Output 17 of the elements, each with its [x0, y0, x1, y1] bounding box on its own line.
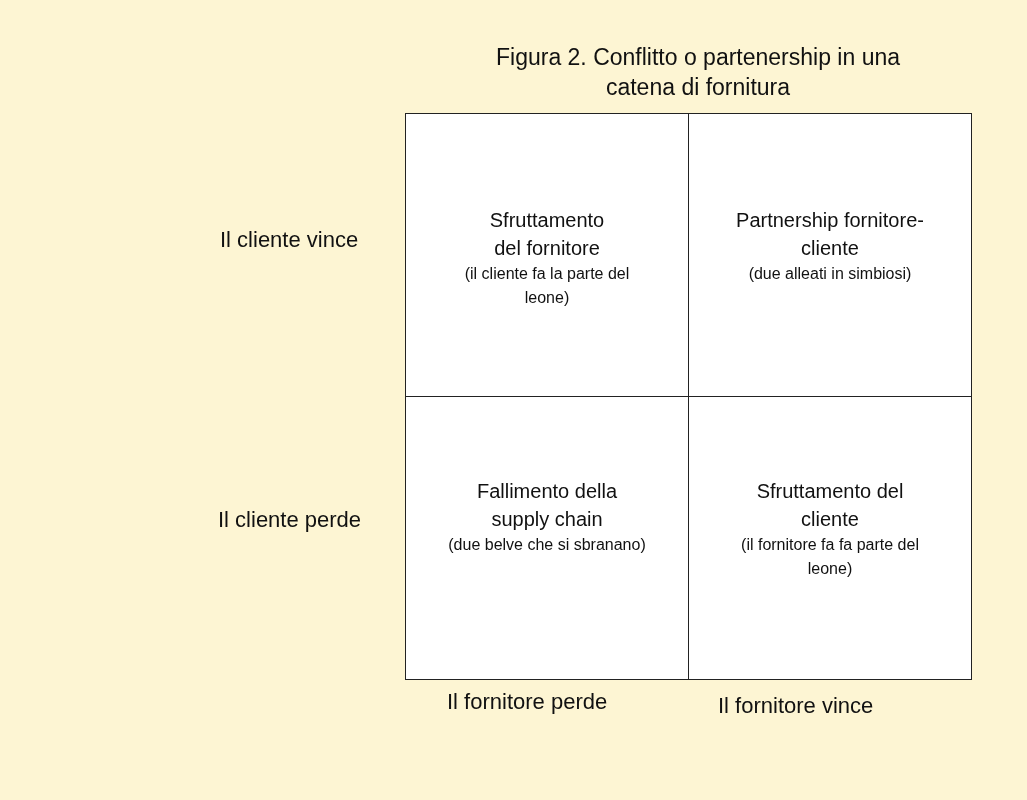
quadrant-description: (il cliente fa la parte del leone): [463, 264, 631, 308]
quadrant-cell: [405, 396, 689, 680]
quadrant-heading: Sfruttamento del cliente: [755, 479, 905, 532]
row-label: Il cliente perde: [218, 506, 362, 534]
column-label: Il fornitore vince: [718, 692, 874, 720]
quadrant-cell: [688, 113, 972, 397]
row-label: Il cliente vince: [220, 226, 359, 254]
quadrant-cell: [688, 396, 972, 680]
quadrant-heading: Fallimento della supply chain: [475, 479, 619, 532]
quadrant-description: (il fornitore fa fa parte del leone): [740, 535, 920, 579]
quadrant-description: (due belve che si sbranano): [447, 535, 647, 555]
quadrant-description: (due alleati in simbiosi): [747, 264, 913, 284]
quadrant-heading: Partnership fornitore-cliente: [735, 208, 925, 261]
column-label: Il fornitore perde: [447, 688, 608, 716]
quadrant-cell: [405, 113, 689, 397]
quadrant-heading: Sfruttamento del fornitore: [488, 208, 606, 261]
title: Figura 2. Conflitto o partenership in una catena di fornitura: [495, 43, 901, 102]
